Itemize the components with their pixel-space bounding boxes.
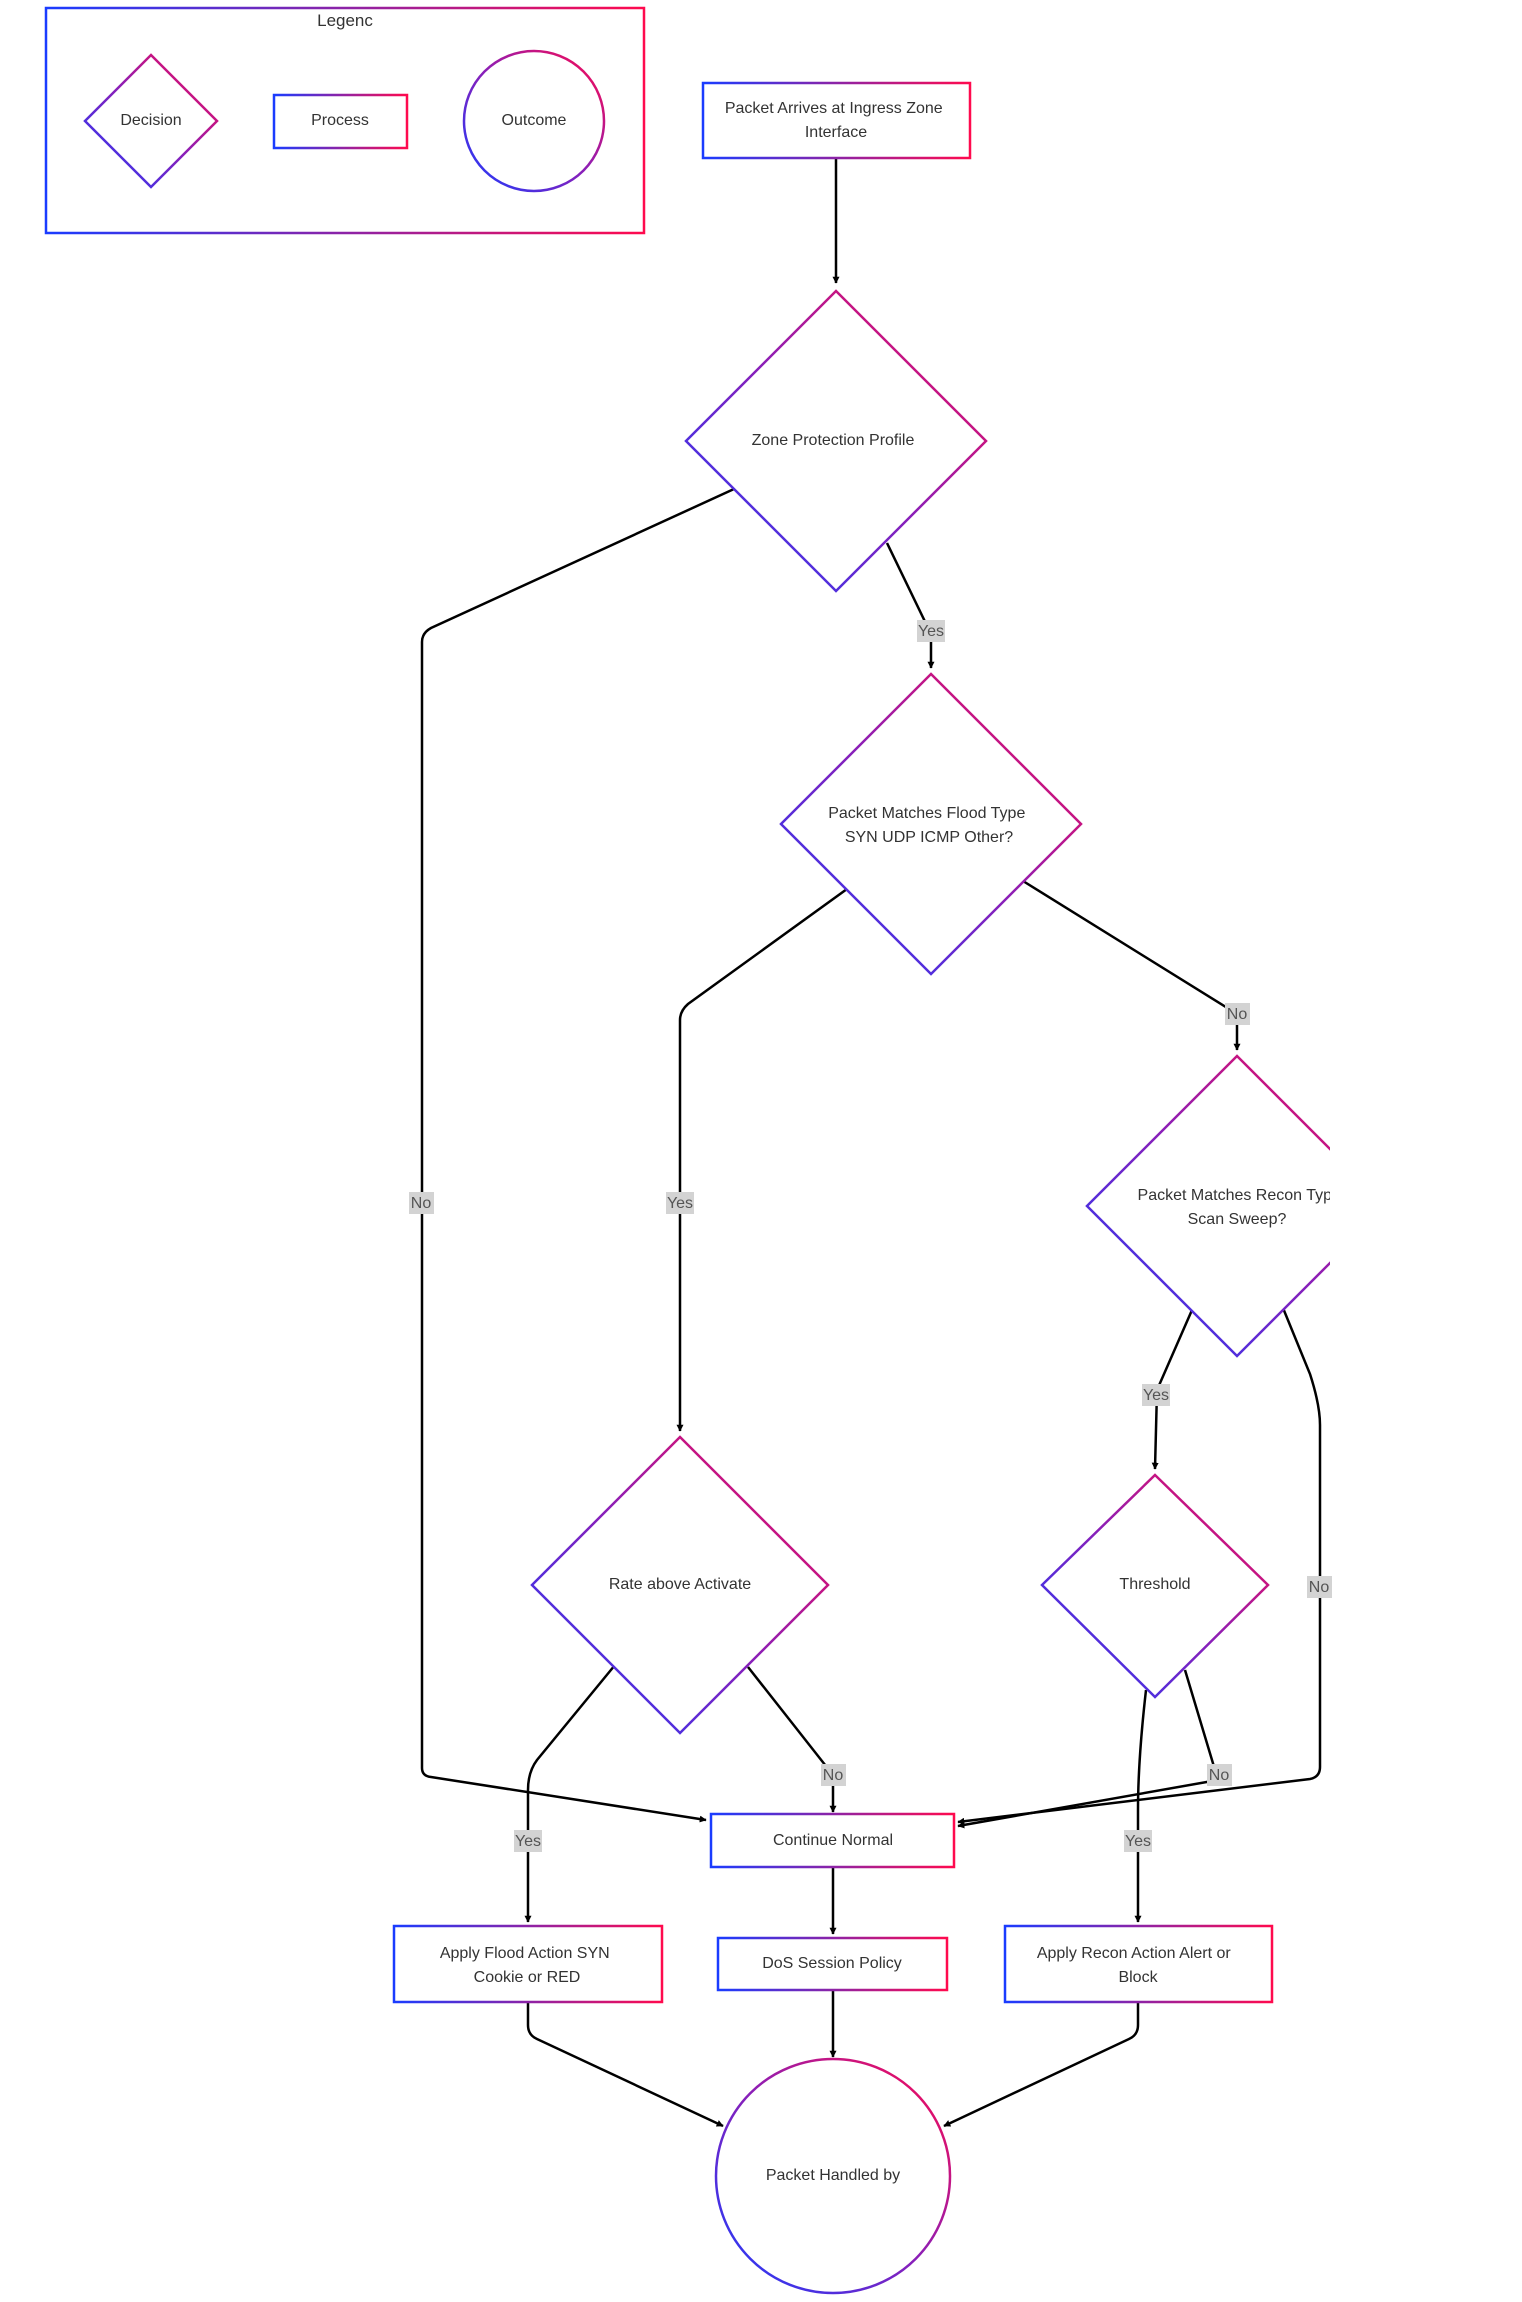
legend-decision-shape: [83, 53, 219, 189]
process-node-ingress-shape: [701, 81, 972, 160]
legend-title: Legenc: [317, 11, 373, 30]
outcome-node-handled-label: Packet Handled by: [766, 2167, 900, 2184]
label-bg-zone-no: [409, 1192, 434, 1214]
process-node-dos-policy: DoS Session Policy: [716, 1936, 949, 1992]
process-node-recon-action-label: Apply Recon Action Alert or Block: [1037, 1945, 1235, 1986]
process-node-continue-normal-shape: [709, 1812, 956, 1869]
recon-action-line-2: Block: [1118, 1969, 1158, 1986]
nodes: Packet Arrives at Ingress Zone Interface…: [392, 81, 1337, 2295]
edge-label-rate-no: No: [823, 1767, 844, 1784]
process-node-continue-normal-label: Continue Normal: [773, 1832, 893, 1849]
label-bg-zone-yes: [917, 620, 945, 642]
edge-label-recon-no: No: [1309, 1579, 1330, 1596]
process-node-flood-action: Apply Flood Action SYN Cookie or RED: [392, 1924, 664, 2004]
process-node-ingress: Packet Arrives at Ingress Zone Interface: [701, 81, 972, 160]
legend-decision-label: Decision: [120, 112, 181, 129]
process-node-continue-normal: Continue Normal: [709, 1812, 956, 1869]
flood-action-line-2: Cookie or RED: [474, 1969, 581, 1986]
decision-node-recon-type-shape: [1085, 1054, 1330, 1358]
decision-node-threshold-label: Threshold: [1119, 1576, 1190, 1593]
label-bg-rate-yes: [514, 1830, 542, 1852]
edge-label-threshold-no: No: [1209, 1767, 1230, 1784]
legend-process-shape: [272, 93, 409, 150]
edge-labels: Yes No Yes No Yes No Yes No Yes No: [409, 620, 1332, 1852]
ingress-line-2: Interface: [805, 124, 867, 141]
edge-label-zone-yes: Yes: [918, 623, 944, 640]
edge-label-flood-yes: Yes: [667, 1195, 693, 1212]
edge-flood-action-to-handled: [526, 2003, 724, 2128]
process-node-dos-policy-label: DoS Session Policy: [762, 1955, 902, 1972]
edge-threshold-yes: [1134, 1689, 1148, 1923]
legend-process-label: Process: [311, 112, 369, 129]
decision-node-zone-profile-label: Zone Protection Profile: [752, 432, 915, 449]
decision-node-threshold-shape: [1040, 1473, 1270, 1699]
process-node-flood-action-label: Apply Flood Action SYN Cookie or RED: [440, 1945, 614, 1986]
decision-node-recon-type: Packet Matches Recon Typ Scan Sweep?: [1085, 1054, 1337, 1358]
label-bg-threshold-no: [1207, 1764, 1232, 1786]
decision-node-flood-type: Packet Matches Flood Type SYN UDP ICMP O…: [779, 672, 1083, 976]
process-node-recon-action-shape: [1003, 1924, 1274, 2004]
process-node-flood-action-shape: [392, 1924, 664, 2004]
legend-outcome-shape: [462, 49, 606, 193]
recon-type-line-2: Scan Sweep?: [1188, 1211, 1287, 1228]
edge-label-rate-yes: Yes: [515, 1833, 541, 1850]
edge-flood-yes: [676, 887, 848, 1432]
decision-node-recon-type-label: Packet Matches Recon Typ Scan Sweep?: [1138, 1187, 1337, 1228]
decision-node-rate-activate: Rate above Activate: [530, 1435, 830, 1735]
label-bg-flood-yes: [666, 1192, 694, 1214]
label-bg-recon-yes: [1142, 1384, 1170, 1406]
decision-node-threshold: Threshold: [1040, 1473, 1270, 1699]
decision-node-rate-activate-label: Rate above Activate: [609, 1576, 751, 1593]
legend: Legenc Decision Process Outcome: [44, 6, 646, 235]
label-bg-flood-no: [1225, 1003, 1250, 1025]
decision-node-flood-type-shape: [779, 672, 1083, 976]
flood-action-line-1: Apply Flood Action SYN: [440, 1945, 610, 1962]
legend-outcome-label: Outcome: [502, 112, 567, 129]
decision-node-zone-profile-shape: [684, 289, 988, 593]
edge-recon-action-to-handled: [943, 2003, 1140, 2128]
label-bg-threshold-yes: [1124, 1830, 1152, 1852]
edge-label-recon-yes: Yes: [1143, 1387, 1169, 1404]
edge-rate-no: [747, 1666, 837, 1813]
edge-flood-no: [1022, 879, 1241, 1051]
decision-node-flood-type-label: Packet Matches Flood Type SYN UDP ICMP O…: [828, 805, 1030, 846]
process-node-dos-policy-shape: [716, 1936, 949, 1992]
recon-type-line-1: Packet Matches Recon Typ: [1138, 1187, 1333, 1204]
label-bg-recon-no: [1307, 1576, 1332, 1598]
decision-node-zone-profile: Zone Protection Profile: [684, 289, 988, 593]
edge-label-flood-no: No: [1227, 1006, 1248, 1023]
label-bg-rate-no: [821, 1764, 846, 1786]
outcome-node-handled: Packet Handled by: [714, 2057, 952, 2295]
outcome-node-handled-shape: [714, 2057, 952, 2295]
flood-type-line-2: SYN UDP ICMP Other?: [845, 829, 1013, 846]
recon-action-line-1: Apply Recon Action Alert or: [1037, 1945, 1232, 1962]
edge-threshold-no: [957, 1669, 1220, 1829]
ingress-line-1: Packet Arrives at Ingress Zone: [725, 100, 943, 117]
edge-zone-yes: [885, 542, 935, 669]
process-node-ingress-label: Packet Arrives at Ingress Zone Interface: [725, 100, 947, 141]
edge-label-zone-no: No: [411, 1195, 432, 1212]
flood-type-line-1: Packet Matches Flood Type: [828, 805, 1025, 822]
edge-rate-yes: [524, 1664, 616, 1923]
decision-node-rate-activate-shape: [530, 1435, 830, 1735]
edge-label-threshold-yes: Yes: [1125, 1833, 1151, 1850]
process-node-recon-action: Apply Recon Action Alert or Block: [1003, 1924, 1274, 2004]
